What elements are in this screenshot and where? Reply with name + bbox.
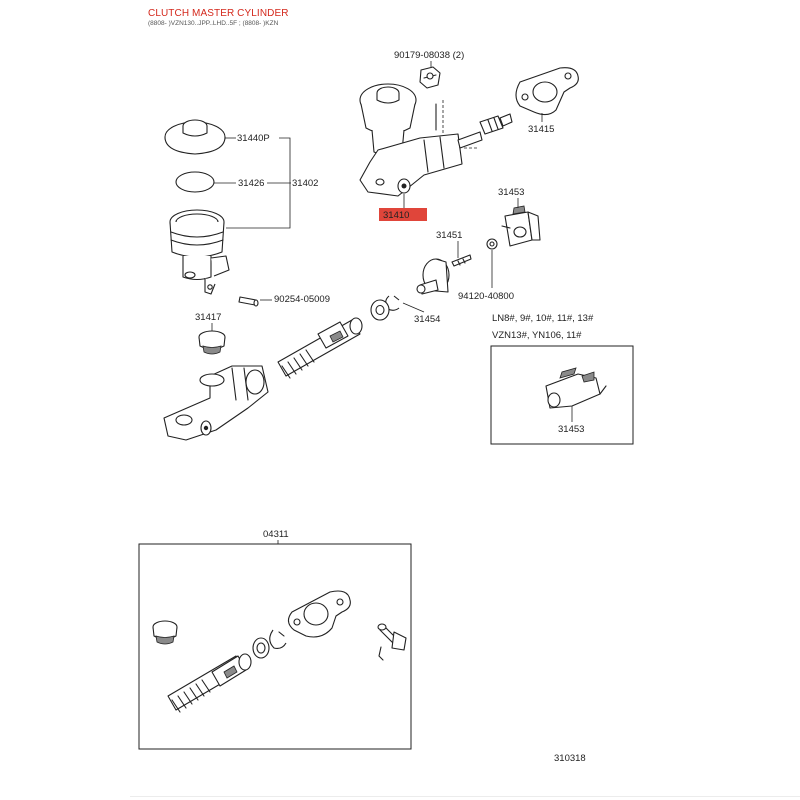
label-31402[interactable]: 31402 (292, 178, 318, 189)
clevis-31453[interactable] (501, 205, 541, 247)
push-rod-31451[interactable] (416, 254, 472, 295)
label-31415[interactable]: 31415 (528, 124, 554, 135)
kit-snap-ring[interactable] (269, 629, 287, 649)
kit-clevis-pin[interactable] (377, 623, 407, 661)
variant-line1: LN8#, 9#, 10#, 11#, 13# (492, 313, 594, 324)
label-90179[interactable]: 90179-08038 (2) (394, 50, 464, 61)
gasket-31415[interactable] (515, 67, 579, 116)
label-31454[interactable]: 31454 (414, 314, 440, 325)
kit-gasket[interactable] (287, 590, 351, 638)
variant-line2: VZN13#, YN106, 11# (492, 330, 582, 341)
variant-box (490, 345, 634, 445)
label-31451[interactable]: 31451 (436, 230, 462, 241)
pin-90254[interactable] (238, 296, 259, 307)
diaphragm-31426[interactable] (175, 171, 236, 193)
label-31417[interactable]: 31417 (195, 312, 221, 323)
cylinder-body[interactable] (163, 365, 269, 441)
diagram-id: 310318 (554, 753, 586, 764)
washer[interactable] (370, 299, 390, 321)
diagram-title: CLUTCH MASTER CYLINDER (148, 8, 289, 19)
nut-94120[interactable] (486, 238, 498, 250)
label-31440p[interactable]: 31440P (237, 133, 270, 144)
label-31426[interactable]: 31426 (238, 178, 264, 189)
label-90254[interactable]: 90254-05009 (274, 294, 330, 305)
label-31453[interactable]: 31453 (498, 187, 524, 198)
label-31453-variant[interactable]: 31453 (558, 424, 584, 435)
master-cylinder-assembly-31410[interactable] (359, 83, 513, 197)
highlight-31410 (379, 208, 427, 221)
nut-90179[interactable] (419, 66, 441, 89)
footer-divider (130, 796, 800, 797)
piston-spring[interactable] (277, 317, 363, 379)
reservoir-cap-31440p[interactable] (164, 119, 236, 155)
kit-piston-spring[interactable] (167, 653, 252, 713)
label-94120[interactable]: 94120-40800 (458, 291, 514, 302)
plug-31417[interactable] (198, 330, 226, 355)
diagram-subtitle: (8808- )VZN130..JPP..LHD..5F ; (8808- )K… (148, 20, 279, 27)
label-31410[interactable]: 31410 (383, 210, 409, 221)
kit-plug[interactable] (152, 620, 178, 645)
label-04311[interactable]: 04311 (263, 529, 289, 540)
kit-washer[interactable] (252, 637, 270, 659)
reservoir-body[interactable] (169, 209, 230, 295)
clevis-variant-31453[interactable] (545, 367, 607, 409)
kit-box-04311 (138, 543, 412, 750)
